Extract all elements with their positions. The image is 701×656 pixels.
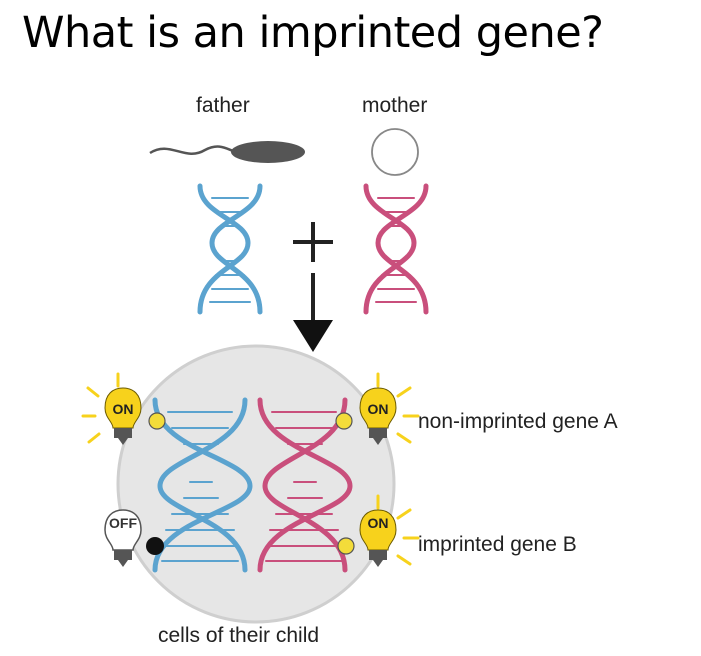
gene-a-label: non-imprinted gene A	[418, 410, 618, 433]
father-dna-icon	[197, 183, 263, 315]
gene-b-paternal-marker	[146, 537, 164, 555]
down-arrow-icon	[293, 273, 333, 352]
bulb-off-label: OFF	[109, 515, 137, 531]
bulb-off-icon: OFF	[104, 509, 142, 567]
gene-b-maternal-marker	[337, 537, 355, 555]
bulb-on-label: ON	[113, 401, 134, 417]
child-cell	[116, 344, 396, 624]
sperm-icon	[149, 141, 305, 163]
bulb-on-icon: ON	[359, 494, 420, 567]
plus-icon	[293, 222, 333, 262]
gene-a-paternal-marker	[148, 412, 166, 430]
bulb-on-label: ON	[368, 515, 389, 531]
child-paternal-dna	[152, 397, 253, 573]
father-label: father	[196, 94, 250, 117]
mother-dna-icon	[363, 183, 429, 315]
bulb-on-label: ON	[368, 401, 389, 417]
cells-label: cells of their child	[158, 624, 320, 647]
child-maternal-dna	[257, 397, 353, 573]
page-title: What is an imprinted gene?	[22, 8, 604, 58]
bulb-on-icon: ON	[81, 372, 142, 445]
gene-a-maternal-marker	[335, 412, 353, 430]
mother-label: mother	[362, 94, 428, 117]
gene-b-label: imprinted gene B	[418, 533, 577, 556]
egg-icon	[371, 128, 419, 176]
bulb-on-icon: ON	[359, 372, 420, 445]
